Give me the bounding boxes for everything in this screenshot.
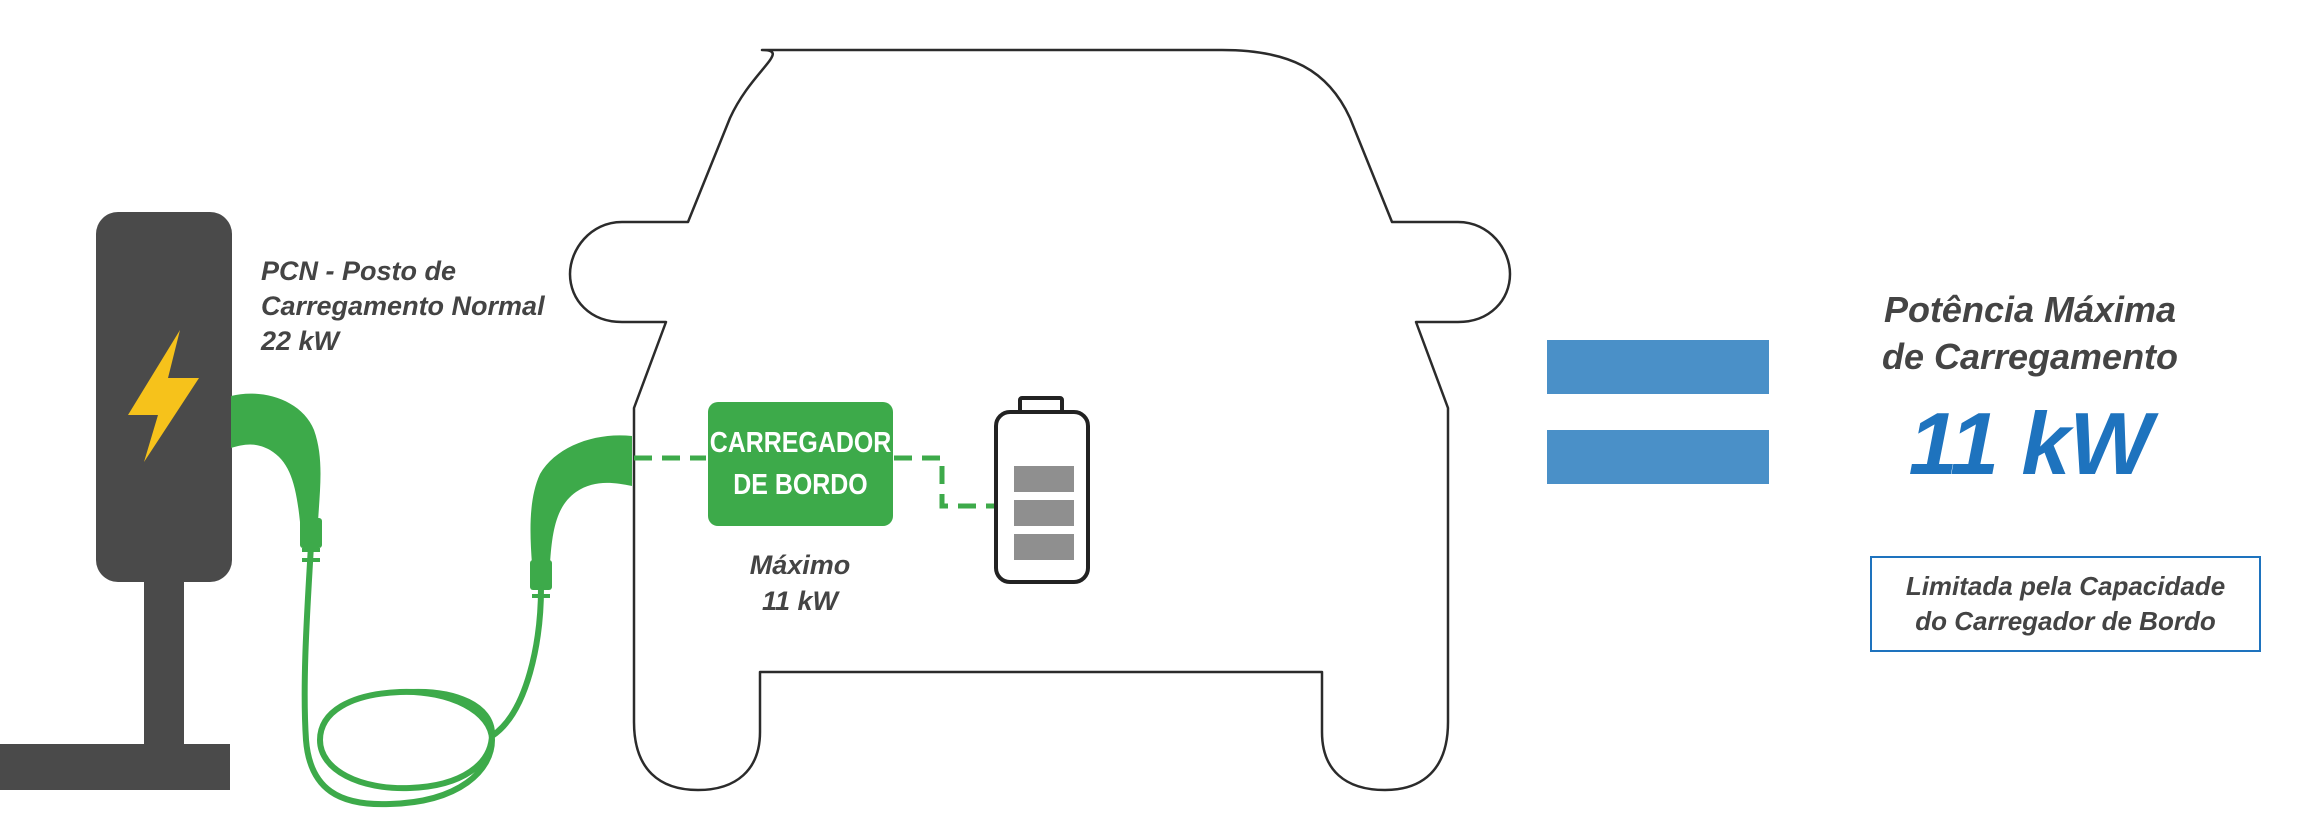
station-label: PCN - Posto de Carregamento Normal 22 kW [261, 254, 545, 359]
charging-cable [301, 542, 544, 808]
lightning-bolt-icon [128, 330, 199, 462]
station-label-line2: Carregamento Normal [261, 291, 545, 321]
limitation-note: Limitada pela Capacidade do Carregador d… [1870, 556, 2261, 652]
onboard-charger-max: Máximo 11 kW [700, 547, 900, 619]
connection-lines [634, 455, 996, 509]
onboard-charger-line1: CARREGADOR [709, 427, 892, 459]
onboard-charger-line2: DE BORDO [733, 469, 868, 501]
battery-icon [994, 396, 1090, 584]
station-connector [231, 393, 322, 562]
equals-sign [1547, 340, 1769, 484]
max-line1: Máximo [749, 550, 851, 580]
result-title-line2: de Carregamento [1881, 336, 2179, 377]
station-label-line1: PCN - Posto de [261, 256, 457, 286]
vehicle-connector [530, 435, 632, 598]
battery-cell [1014, 466, 1074, 492]
result-value: 11 kW [1908, 394, 2153, 493]
note-line2: do Carregador de Bordo [1915, 606, 2216, 636]
station-power: 22 kW [261, 326, 340, 356]
station-pole [144, 580, 184, 750]
result-title-line1: Potência Máxima [1883, 289, 2177, 330]
max-line2: 11 kW [761, 586, 839, 616]
station-base [0, 744, 230, 790]
onboard-charger-label: CARREGADOR DE BORDO [710, 402, 892, 526]
note-line1: Limitada pela Capacidade [1905, 571, 2226, 601]
battery-cell [1014, 534, 1074, 560]
onboard-charger-box [708, 402, 893, 526]
battery-cell [1014, 500, 1074, 526]
charging-station [0, 212, 232, 790]
result-title: Potência Máxima de Carregamento [1840, 286, 2220, 380]
